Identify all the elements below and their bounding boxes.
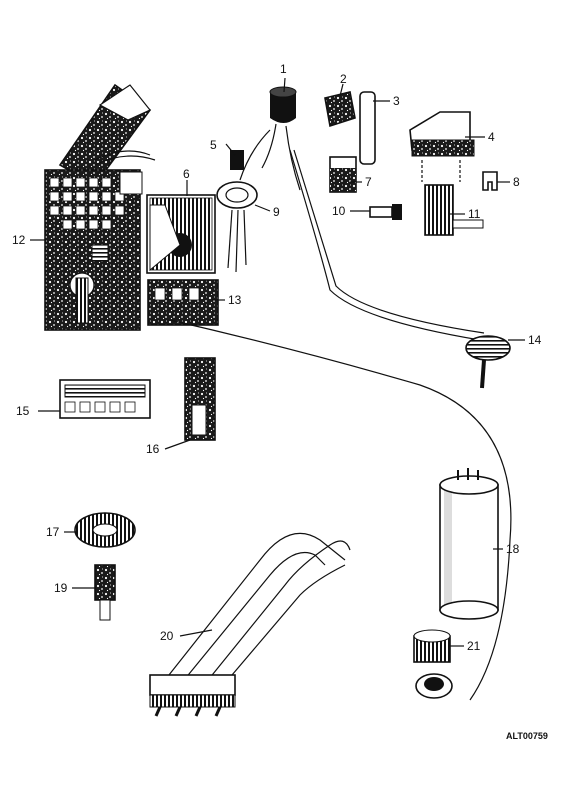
callout-10: 10 <box>332 204 346 218</box>
callout-6: 6 <box>183 167 190 181</box>
clip-drawing <box>482 171 498 191</box>
callout-labels: 1 2 3 4 5 6 7 8 9 10 11 12 13 14 15 16 1… <box>12 62 542 653</box>
callout-5: 5 <box>210 138 217 152</box>
capacitor-drawing <box>439 468 499 620</box>
callout-9: 9 <box>273 205 280 219</box>
terminal-strip-drawing <box>324 91 376 165</box>
reference-code: ALT00759 <box>506 731 548 741</box>
heating-element-drawing <box>149 532 351 717</box>
callout-7: 7 <box>365 175 372 189</box>
power-cable-drawing <box>169 149 512 701</box>
callout-4: 4 <box>488 130 495 144</box>
callout-1: 1 <box>280 62 287 76</box>
callout-20: 20 <box>160 629 174 643</box>
callout-21: 21 <box>467 639 481 653</box>
relay-drawing <box>329 156 357 193</box>
sensor-drawing <box>94 564 116 621</box>
callout-15: 15 <box>16 404 30 418</box>
callout-19: 19 <box>54 581 68 595</box>
callout-17: 17 <box>46 525 60 539</box>
leader-lines <box>30 77 525 647</box>
program-board-drawing <box>44 83 156 331</box>
key-drawing <box>369 204 402 220</box>
callout-12: 12 <box>12 233 26 247</box>
callout-8: 8 <box>513 175 520 189</box>
gasket-drawing <box>74 512 136 548</box>
pressure-switch-drawing <box>409 111 484 236</box>
callout-14: 14 <box>528 333 542 347</box>
callout-18: 18 <box>506 542 520 556</box>
cable-clamp-drawing <box>216 129 271 273</box>
callout-11: 11 <box>468 207 481 221</box>
callout-2: 2 <box>340 72 347 86</box>
callout-13: 13 <box>228 293 242 307</box>
callout-3: 3 <box>393 94 400 108</box>
callout-16: 16 <box>146 442 160 456</box>
filter-drawing <box>59 379 151 419</box>
knob-drawing <box>413 629 453 699</box>
switch-block-drawing <box>146 194 219 326</box>
thermostat-drawing <box>184 357 216 441</box>
suppressor-drawing <box>261 86 301 191</box>
